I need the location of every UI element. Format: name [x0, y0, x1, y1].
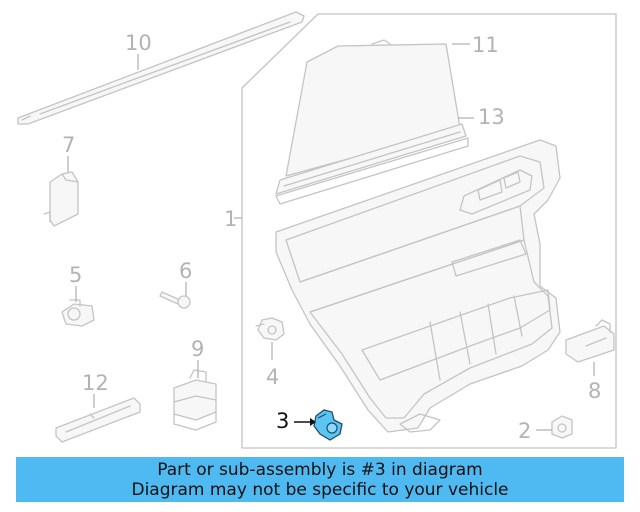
callout-12[interactable]: 12 [82, 371, 109, 395]
part-7-bracket[interactable] [43, 171, 79, 227]
part-8-lamp[interactable] [565, 319, 615, 363]
part-4-push-pin[interactable] [255, 317, 285, 341]
part-12-reflector[interactable] [55, 397, 141, 443]
callout-5[interactable]: 5 [69, 263, 82, 287]
callout-3[interactable]: 3 [276, 409, 289, 433]
callout-4[interactable]: 4 [266, 365, 279, 389]
callout-7[interactable]: 7 [62, 133, 75, 157]
notice-banner: Part or sub-assembly is #3 in diagram Di… [16, 457, 624, 502]
callout-11[interactable]: 11 [472, 33, 499, 57]
callout-6[interactable]: 6 [179, 259, 192, 283]
part-3-fastener-highlighted[interactable] [313, 409, 343, 441]
part-2-retainer[interactable] [551, 415, 573, 439]
part-13-glass-run[interactable] [275, 123, 469, 205]
callout-9[interactable]: 9 [191, 337, 204, 361]
part-9-switch[interactable] [173, 369, 217, 431]
callout-13[interactable]: 13 [478, 105, 505, 129]
part-11-door-glass[interactable] [285, 39, 461, 177]
leader-3-arrowhead [310, 418, 316, 426]
door-trim-panel[interactable] [275, 139, 561, 433]
banner-line-disclaimer: Diagram may not be specific to your vehi… [131, 480, 509, 500]
part-6-screw[interactable] [159, 291, 191, 309]
assembly-frame [241, 13, 617, 449]
part-5-clip[interactable] [61, 299, 95, 327]
callout-2[interactable]: 2 [518, 419, 531, 443]
banner-line-part: Part or sub-assembly is #3 in diagram [157, 460, 483, 480]
callout-1[interactable]: 1 [224, 207, 237, 231]
part-10-belt-molding[interactable] [17, 11, 305, 125]
callout-10[interactable]: 10 [125, 31, 152, 55]
callout-8[interactable]: 8 [588, 379, 601, 403]
